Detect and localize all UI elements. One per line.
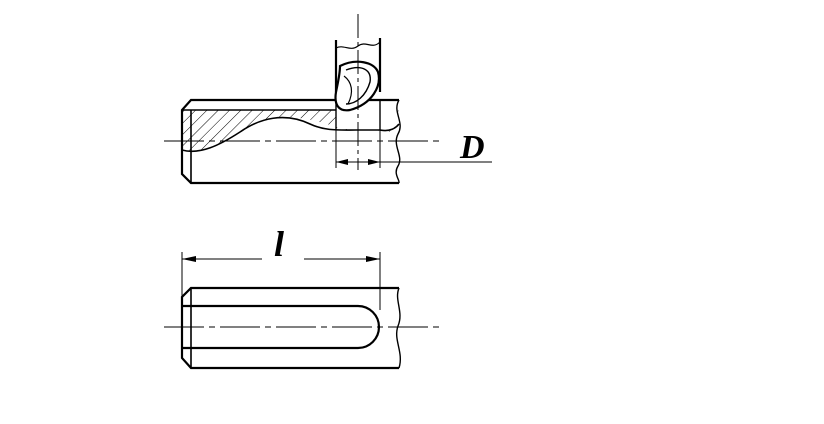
- shaft-outline-bottom: [180, 286, 399, 370]
- shaft-bottom-break-line: [396, 287, 401, 369]
- shaft-break-line: [395, 99, 401, 184]
- top-view-section: [180, 98, 401, 185]
- top-centerlines: [164, 14, 442, 170]
- cutter-flute-outline: [334, 60, 380, 112]
- diameter-dimension: [335, 118, 492, 168]
- section-boundary-curve: [181, 116, 400, 153]
- cutter-flute-edge: [343, 75, 353, 105]
- dim-arrow-l-left: [182, 256, 196, 262]
- dimension-label-d: D: [459, 129, 485, 166]
- bottom-view-keyway: [180, 286, 401, 370]
- dim-arrow-d-left: [336, 159, 348, 165]
- dimension-label-l-bg: [262, 226, 304, 262]
- dim-arrow-l-right: [366, 256, 380, 262]
- hatched-section: [182, 110, 400, 152]
- dimension-label-l: l: [274, 224, 284, 264]
- end-mill-cutter: [334, 38, 382, 112]
- dim-arrow-d-right: [368, 159, 380, 165]
